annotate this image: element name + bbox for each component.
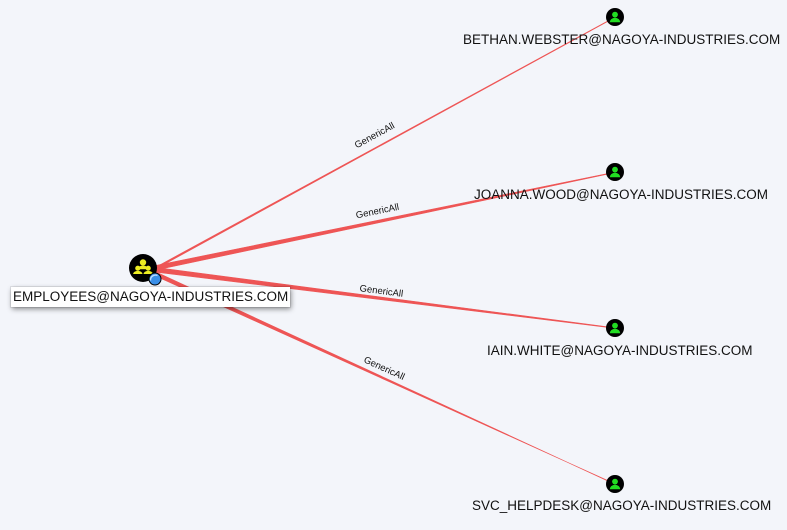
node-label-employees[interactable]: EMPLOYEES@NAGOYA-INDUSTRIES.COM [11, 287, 291, 307]
user-icon [612, 166, 618, 173]
node-label-svc-helpdesk[interactable]: SVC_HELPDESK@NAGOYA-INDUSTRIES.COM [472, 498, 772, 513]
node-bethan-webster[interactable] [606, 8, 624, 26]
user-icon-body [609, 17, 621, 23]
user-icon-body [609, 172, 621, 178]
node-badge-highlight [149, 274, 158, 281]
node-label-iain-white[interactable]: IAIN.WHITE@NAGOYA-INDUSTRIES.COM [487, 343, 753, 358]
node-iain-white[interactable] [606, 319, 624, 337]
node-svc-helpdesk[interactable] [606, 475, 624, 493]
node-employees-group[interactable] [129, 254, 162, 286]
node-label-bethan-webster[interactable]: BETHAN.WEBSTER@NAGOYA-INDUSTRIES.COM [463, 32, 781, 47]
user-icon-body [609, 484, 621, 490]
user-icon [612, 478, 618, 485]
user-icon [612, 322, 618, 329]
edge-labels-layer: GenericAll GenericAll GenericAll Generic… [353, 120, 406, 382]
user-icon-body [609, 328, 621, 334]
node-label-joanna-wood[interactable]: JOANNA.WOOD@NAGOYA-INDUSTRIES.COM [474, 187, 768, 202]
edge-to-bethan-webster[interactable] [152, 16, 616, 271]
edges-layer [150, 16, 616, 485]
node-joanna-wood[interactable] [606, 163, 624, 181]
user-icon [612, 11, 618, 18]
edge-label-bethan-webster: GenericAll [353, 120, 397, 151]
group-icon [133, 259, 153, 274]
